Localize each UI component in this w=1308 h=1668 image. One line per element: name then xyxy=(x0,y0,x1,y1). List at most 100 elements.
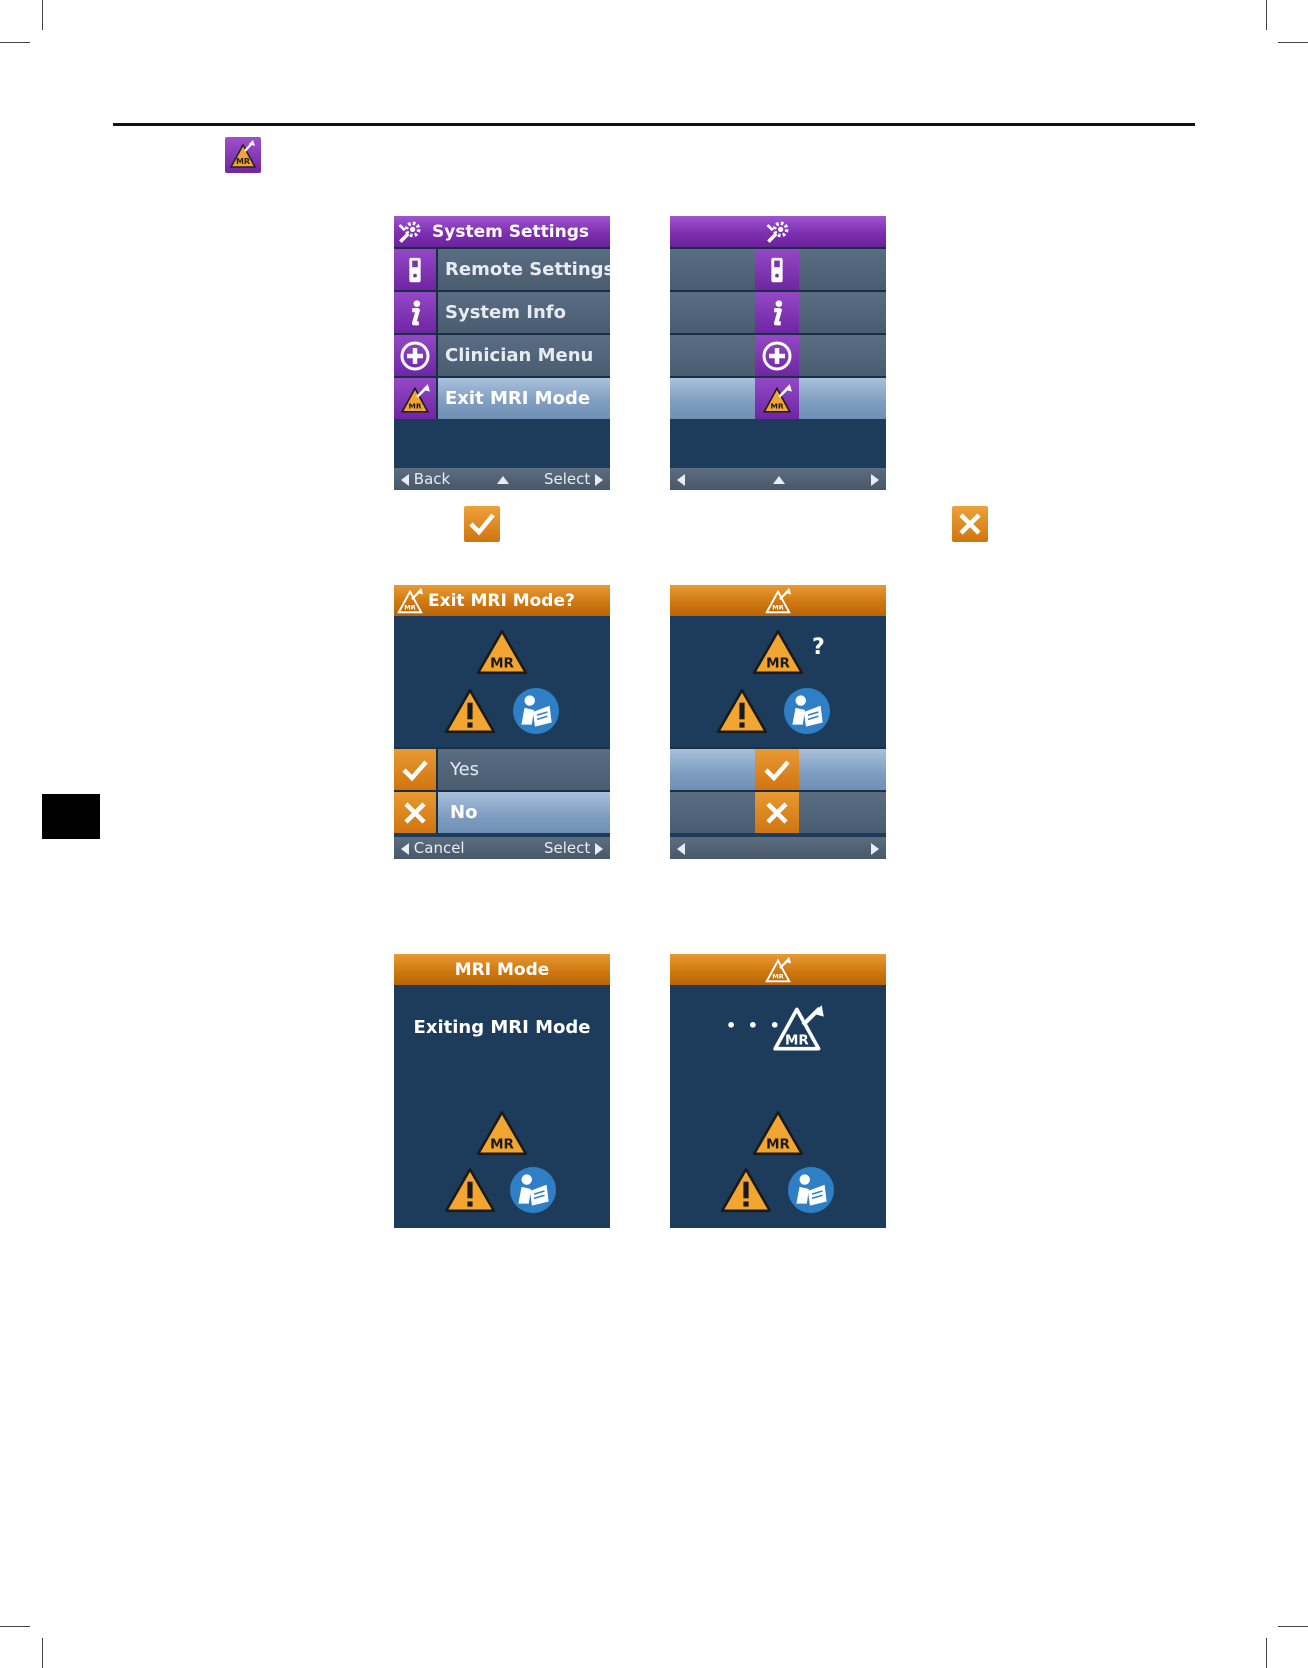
select-button[interactable]: Select xyxy=(544,837,603,859)
exiting-mri-icon-screen: • • • xyxy=(670,954,886,1228)
system-settings-screen: System Settings Remote Settings System I… xyxy=(394,216,610,490)
plus-icon xyxy=(755,335,799,376)
exit-mri-icon: MR xyxy=(225,137,261,173)
back-button[interactable] xyxy=(677,468,685,490)
mr-conditional-icon xyxy=(475,628,529,676)
settings-gear-icon xyxy=(762,216,794,247)
crop-mark xyxy=(0,1626,30,1627)
check-icon xyxy=(394,749,438,790)
crop-mark xyxy=(42,1638,43,1668)
close-icon xyxy=(755,792,799,833)
chevron-left-icon xyxy=(401,474,409,486)
screen-footer xyxy=(670,468,886,490)
select-button[interactable]: Select xyxy=(544,468,603,490)
option-no[interactable] xyxy=(670,790,886,833)
menu-item-exit-mri-mode[interactable]: Exit MRI Mode xyxy=(394,376,610,419)
mr-conditional-icon xyxy=(751,628,805,676)
crop-mark xyxy=(1266,1638,1267,1668)
select-label: Select xyxy=(544,839,590,857)
menu-item-label: Exit MRI Mode xyxy=(445,378,590,419)
remote-icon xyxy=(755,249,799,290)
settings-gear-icon xyxy=(394,216,426,247)
menu-item-remote-settings[interactable] xyxy=(670,247,886,290)
manual-icon xyxy=(783,687,831,735)
exit-mri-icon xyxy=(755,378,799,419)
select-button[interactable] xyxy=(871,468,879,490)
exit-mri-icon xyxy=(772,1004,830,1052)
system-settings-icon-screen xyxy=(670,216,886,490)
question-mark: ? xyxy=(812,635,825,660)
screen-footer: Cancel Select xyxy=(394,837,610,859)
exit-mri-icon xyxy=(394,585,426,616)
screen-header xyxy=(670,954,886,985)
chevron-left-icon xyxy=(677,843,685,855)
menu-item-label: System Info xyxy=(445,292,566,333)
chevron-right-icon xyxy=(871,474,879,486)
screen-header xyxy=(670,216,886,247)
exit-mri-confirm-icon-screen: ? xyxy=(670,585,886,859)
chevron-left-icon xyxy=(401,843,409,855)
exiting-mri-screen: MRI Mode Exiting MRI Mode xyxy=(394,954,610,1228)
scroll-up-button[interactable] xyxy=(773,468,785,490)
chevron-up-icon xyxy=(773,476,785,484)
crop-mark xyxy=(1266,0,1267,30)
info-icon xyxy=(394,292,438,333)
cancel-button[interactable]: Cancel xyxy=(401,837,465,859)
select-button[interactable] xyxy=(871,837,879,859)
manual-icon xyxy=(512,687,560,735)
mr-conditional-icon xyxy=(475,1109,529,1157)
warning-icon xyxy=(719,1166,773,1214)
manual-icon xyxy=(787,1166,835,1214)
crop-mark xyxy=(42,0,43,30)
menu-item-remote-settings[interactable]: Remote Settings xyxy=(394,247,610,290)
header-rule xyxy=(113,123,1195,126)
screen-title: System Settings xyxy=(432,222,589,242)
screen-header: MRI Mode xyxy=(394,954,610,985)
menu-item-clinician-menu[interactable] xyxy=(670,333,886,376)
option-yes[interactable] xyxy=(670,747,886,790)
cancel-button[interactable] xyxy=(677,837,685,859)
chevron-right-icon xyxy=(595,474,603,486)
chevron-left-icon xyxy=(677,474,685,486)
manual-icon xyxy=(509,1166,557,1214)
section-tab xyxy=(42,794,100,839)
menu-item-clinician-menu[interactable]: Clinician Menu xyxy=(394,333,610,376)
mr-badge-text: MR xyxy=(236,157,250,166)
option-label: Yes xyxy=(450,749,479,790)
scroll-up-button[interactable] xyxy=(497,468,509,490)
warning-icon xyxy=(443,1166,497,1214)
screen-title: Exit MRI Mode? xyxy=(428,591,575,611)
screen-title: MRI Mode xyxy=(455,960,550,980)
screen-footer: Back Select xyxy=(394,468,610,490)
close-icon xyxy=(394,792,438,833)
screen-footer xyxy=(670,837,886,859)
option-yes[interactable]: Yes xyxy=(394,747,610,790)
screen-header: System Settings xyxy=(394,216,610,247)
mr-conditional-icon xyxy=(751,1109,805,1157)
screen-header xyxy=(670,585,886,616)
menu-item-label: Remote Settings xyxy=(445,249,610,290)
back-button[interactable]: Back xyxy=(401,468,450,490)
chevron-up-icon xyxy=(497,476,509,484)
crop-mark xyxy=(1278,1626,1308,1627)
menu-item-system-info[interactable]: System Info xyxy=(394,290,610,333)
check-icon xyxy=(464,506,500,542)
crop-mark xyxy=(1278,42,1308,43)
exit-mri-icon xyxy=(394,378,438,419)
chevron-right-icon xyxy=(871,843,879,855)
option-no[interactable]: No xyxy=(394,790,610,833)
remote-icon xyxy=(394,249,438,290)
chevron-right-icon xyxy=(595,843,603,855)
screen-header: Exit MRI Mode? xyxy=(394,585,610,616)
back-label: Back xyxy=(414,470,450,488)
exit-mri-icon xyxy=(762,954,794,985)
warning-icon xyxy=(715,687,769,735)
warning-icon xyxy=(443,687,497,735)
cancel-label: Cancel xyxy=(414,839,465,857)
info-icon xyxy=(755,292,799,333)
menu-item-system-info[interactable] xyxy=(670,290,886,333)
menu-item-label: Clinician Menu xyxy=(445,335,593,376)
menu-item-exit-mri-mode[interactable] xyxy=(670,376,886,419)
crop-mark xyxy=(0,42,30,43)
status-message: Exiting MRI Mode xyxy=(394,1017,610,1038)
